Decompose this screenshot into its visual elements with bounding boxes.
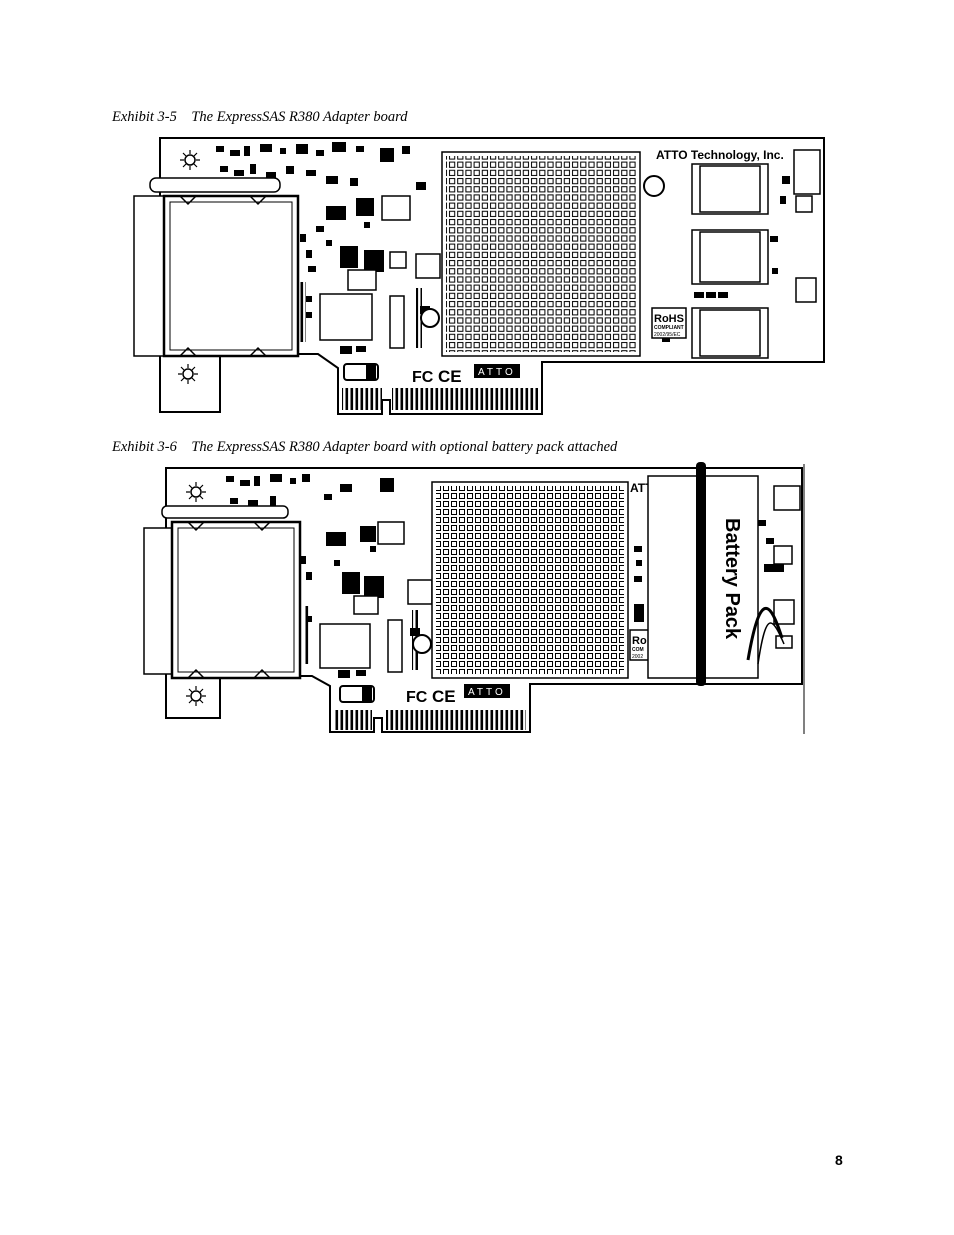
fcc-mark-2: FC — [406, 689, 428, 706]
rohs-year: 2002/95/EC — [654, 332, 681, 338]
page-number: 8 — [835, 1152, 843, 1168]
rohs-partial-sub: COM — [632, 647, 644, 653]
fcc-mark: FC — [412, 369, 434, 386]
company-name: ATTO Technology, Inc. — [656, 148, 784, 162]
rohs-partial-title: Ro — [632, 635, 647, 647]
battery-pack-label: Battery Pack — [721, 518, 743, 640]
adapter-board-battery-figure: ATT Ro COM 2002 Battery Pack FC CE ATTO — [143, 462, 805, 734]
adapter-board-figure: ATTO Technology, Inc. RoHS COMPLIANT 200… — [133, 137, 825, 415]
ce-mark: CE — [438, 367, 462, 386]
exhibit-3-5-caption: Exhibit 3-5 The ExpressSAS R380 Adapter … — [112, 109, 408, 125]
atto-logo: ATTO — [478, 367, 516, 378]
rohs-partial-year: 2002 — [632, 654, 643, 660]
battery-strap — [696, 462, 706, 686]
ce-mark-2: CE — [432, 687, 456, 706]
rohs-sub: COMPLIANT — [654, 325, 684, 331]
exhibit-3-6-caption: Exhibit 3-6 The ExpressSAS R380 Adapter … — [112, 439, 618, 455]
rohs-title: RoHS — [654, 313, 684, 325]
atto-logo-2: ATTO — [468, 687, 506, 698]
